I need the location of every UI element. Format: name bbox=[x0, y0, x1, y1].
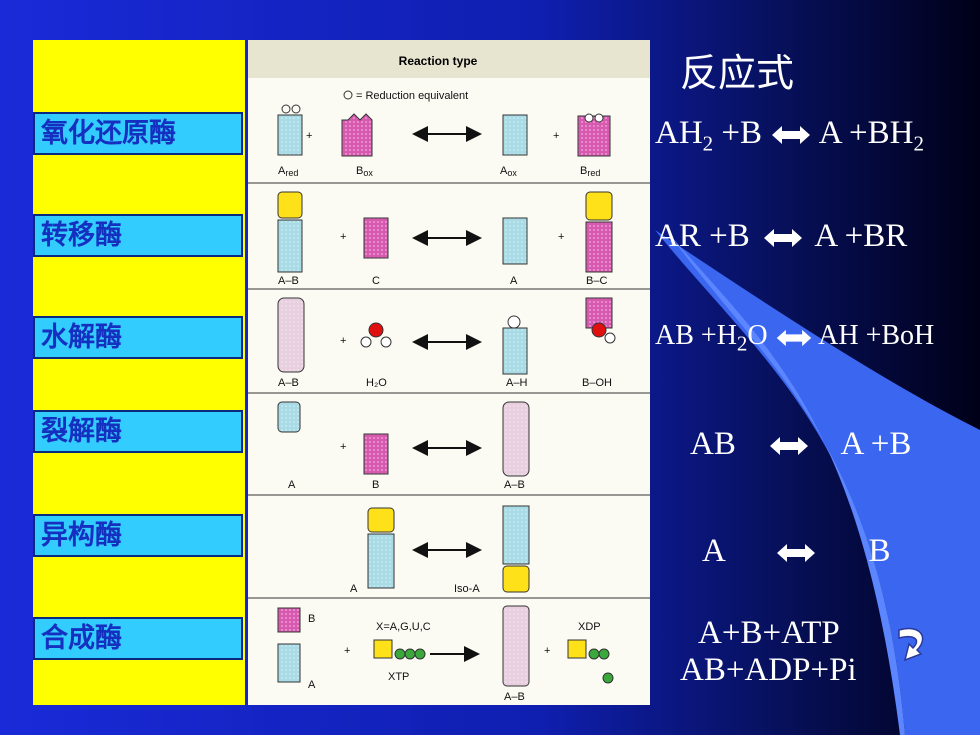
svg-text:+: + bbox=[558, 231, 564, 243]
svg-text:A–B: A–B bbox=[504, 479, 525, 491]
equation-ligase-line2: AB+ADP+Pi bbox=[680, 652, 857, 688]
svg-text:A: A bbox=[510, 275, 518, 287]
equation-transferase: AR +B A +BR bbox=[655, 218, 908, 254]
row-hydrolase-diagram: + A–B H₂O A–H B–OH bbox=[277, 297, 616, 389]
equation-hydrolase: AB +H2O AH +BoH bbox=[655, 320, 935, 356]
row-isomerase-diagram: A Iso-A bbox=[350, 505, 530, 595]
category-isomerase: 异构酶 bbox=[33, 514, 243, 557]
row-oxidoreductase-diagram: + + Ared Box Aox Bred bbox=[277, 104, 611, 178]
svg-text:+: + bbox=[340, 335, 346, 347]
figure-legend: = Reduction equivalent bbox=[356, 90, 468, 102]
row-ligase-diagram: B A + X=A,G,U,C XTP A–B + XDP bbox=[277, 605, 614, 703]
svg-text:B–C: B–C bbox=[586, 275, 607, 287]
svg-text:B: B bbox=[372, 479, 379, 491]
svg-text:XTP: XTP bbox=[388, 671, 409, 683]
svg-text:Box: Box bbox=[356, 165, 373, 178]
svg-text:A: A bbox=[288, 479, 296, 491]
svg-text:A–B: A–B bbox=[504, 691, 525, 703]
equation-lyase: AB A +B bbox=[690, 426, 912, 462]
category-hydrolase: 水解酶 bbox=[33, 316, 243, 359]
svg-text:X=A,G,U,C: X=A,G,U,C bbox=[376, 621, 431, 633]
svg-text:+: + bbox=[340, 441, 346, 453]
svg-text:A–H: A–H bbox=[506, 377, 527, 389]
equation-oxidoreductase: AH2 +B A +BH2 bbox=[655, 115, 924, 156]
double-arrow-icon bbox=[776, 329, 811, 346]
svg-text:Aox: Aox bbox=[500, 165, 517, 178]
category-oxidoreductase: 氧化还原酶 bbox=[33, 112, 243, 155]
svg-text:Iso-A: Iso-A bbox=[454, 583, 480, 595]
svg-text:Bred: Bred bbox=[580, 165, 600, 178]
equation-ligase-line1: A+B+ATP bbox=[698, 615, 840, 651]
svg-text:Ared: Ared bbox=[278, 165, 298, 178]
category-transferase: 转移酶 bbox=[33, 214, 243, 257]
svg-text:A–B: A–B bbox=[278, 377, 299, 389]
svg-text:+: + bbox=[306, 130, 312, 142]
svg-text:A–B: A–B bbox=[278, 275, 299, 287]
svg-text:B: B bbox=[308, 613, 315, 625]
svg-text:A: A bbox=[308, 679, 316, 691]
svg-text:H₂O: H₂O bbox=[366, 377, 387, 389]
double-arrow-icon bbox=[772, 126, 811, 145]
svg-text:A: A bbox=[350, 583, 358, 595]
curved-arrow-icon bbox=[898, 627, 924, 662]
double-arrow-icon bbox=[777, 544, 816, 563]
double-arrow-icon bbox=[763, 229, 802, 248]
reaction-title: 反应式 bbox=[680, 53, 795, 95]
svg-text:+: + bbox=[344, 645, 350, 657]
reaction-type-figure: Reaction type = Reduction equivalent + bbox=[248, 40, 650, 705]
equation-isomerase: A B bbox=[702, 533, 891, 569]
row-lyase-diagram: + A B A–B bbox=[277, 401, 530, 491]
svg-text:B–OH: B–OH bbox=[582, 377, 612, 389]
row-transferase-diagram: + + A–B C A B–C bbox=[277, 191, 613, 287]
double-arrow-icon bbox=[770, 437, 809, 456]
svg-text:+: + bbox=[544, 645, 550, 657]
category-lyase: 裂解酶 bbox=[33, 410, 243, 453]
svg-text:+: + bbox=[553, 130, 559, 142]
category-ligase: 合成酶 bbox=[33, 617, 243, 660]
svg-text:XDP: XDP bbox=[578, 621, 601, 633]
figure-header: Reaction type bbox=[399, 54, 478, 68]
svg-text:C: C bbox=[372, 275, 380, 287]
svg-text:+: + bbox=[340, 231, 346, 243]
